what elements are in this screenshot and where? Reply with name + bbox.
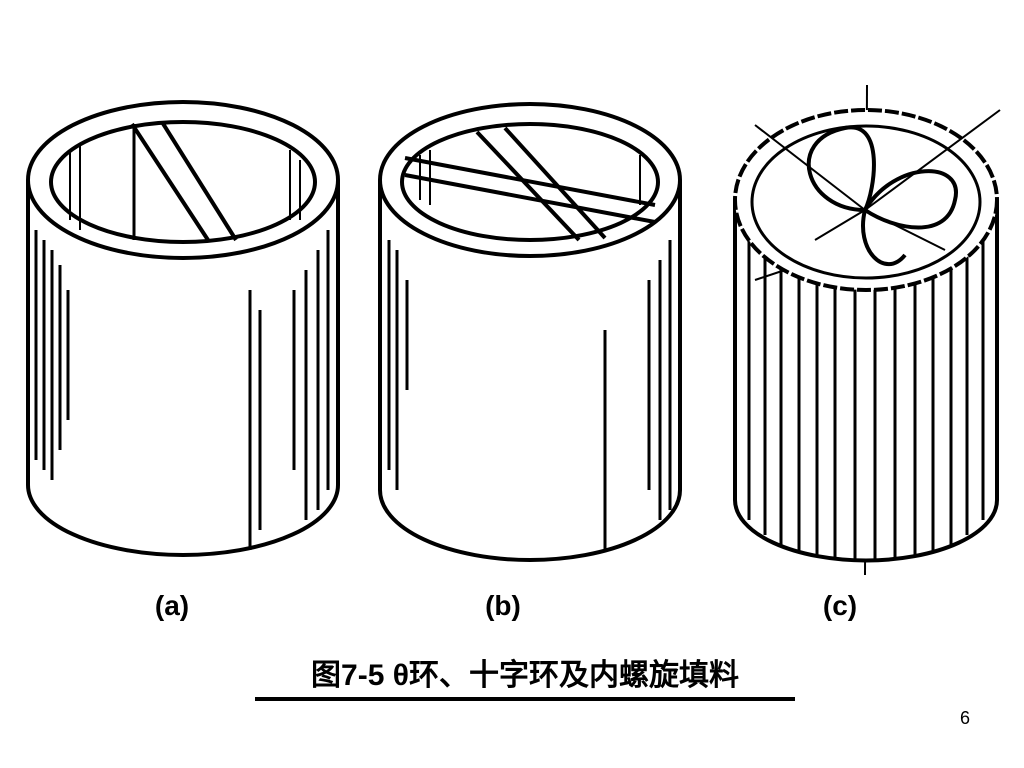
figure-a-label: (a)	[154, 590, 190, 621]
figure-c-label: (c)	[822, 590, 858, 621]
theta-ring-icon	[26, 100, 340, 557]
figure-b-label: (b)	[485, 590, 521, 621]
page-number: 6	[959, 708, 970, 728]
figure-caption: 图7-5 θ环、十字环及内螺旋填料	[311, 659, 739, 692]
cross-ring-icon	[378, 102, 682, 562]
caption-underline	[255, 697, 795, 701]
internal-spiral-packing-icon	[733, 84, 1001, 576]
